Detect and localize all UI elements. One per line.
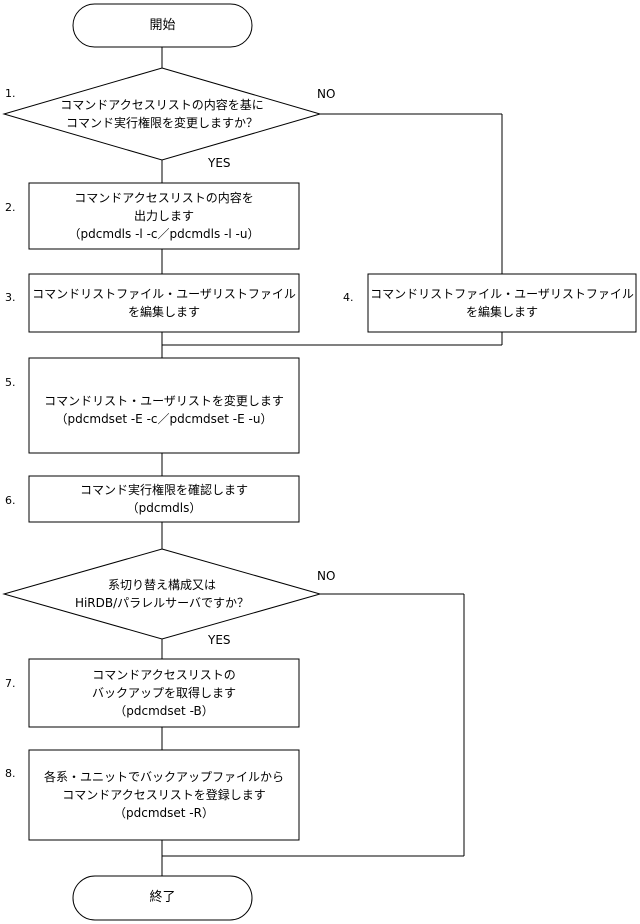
step2-box (28, 182, 300, 250)
step5-text: コマンドリスト・ユーザリストを変更します （pdcmdset -E -c／pdc… (29, 388, 299, 432)
step3-number: 3. (5, 291, 16, 304)
step5-line1: コマンドリスト・ユーザリストを変更します (44, 394, 284, 408)
step2-line3: （pdcmdls -l -c／pdcmdls -l -u） (68, 227, 260, 241)
step7-box (28, 658, 300, 728)
decision1-yes-label: YES (208, 156, 231, 170)
step2-line1: コマンドアクセスリストの内容を (74, 191, 254, 205)
step6-number: 6. (5, 494, 16, 507)
step3-line1: コマンドリストファイル・ユーザリストファイル (32, 287, 296, 301)
decision1-text: コマンドアクセスリストの内容を基に コマンド実行権限を変更しますか？ (40, 94, 284, 134)
step3-box (28, 273, 300, 333)
step4-number: 4. (343, 291, 354, 304)
step2-number: 2. (5, 201, 16, 214)
step8-line3: （pdcmdset -R） (114, 806, 214, 820)
step4-line2: を編集します (465, 305, 538, 319)
step6-text: コマンド実行権限を確認します （pdcmdls） (29, 476, 299, 522)
end-terminator (72, 875, 253, 921)
decision2-text: 系切り替え構成又は HiRDB/パラレルサーバですか？ (40, 574, 284, 614)
step4-text: コマンドリストファイル・ユーザリストファイル を編集します (368, 274, 636, 332)
decision2-yes-label: YES (208, 633, 231, 647)
step8-line1: 各系・ユニットでバックアップファイルから (43, 770, 284, 784)
decision2-line2: HiRDB/パラレルサーバですか？ (74, 596, 250, 610)
step6-line1: コマンド実行権限を確認します (79, 483, 248, 497)
step8-line2: コマンドアクセスリストを登録します (62, 788, 266, 802)
step7-line3: （pdcmdset -B） (114, 704, 214, 718)
step5-box (28, 357, 300, 454)
step6-box (28, 475, 300, 523)
step2-line2: 出力します (133, 209, 194, 223)
end-label: 終了 (73, 876, 252, 920)
step5-line2: （pdcmdset -E -c／pdcmdset -E -u） (55, 412, 273, 426)
end-text: 終了 (149, 890, 176, 905)
step7-line2: バックアップを取得します (91, 686, 236, 700)
step7-line1: コマンドアクセスリストの (92, 668, 236, 682)
step4-line1: コマンドリストファイル・ユーザリストファイル (370, 287, 634, 301)
step7-number: 7. (5, 677, 16, 690)
decision1-line1: コマンドアクセスリストの内容を基に (60, 98, 264, 112)
start-label: 開始 (73, 4, 252, 47)
step5-number: 5. (5, 376, 16, 389)
step8-number: 8. (5, 767, 16, 780)
step2-text: コマンドアクセスリストの内容を 出力します （pdcmdls -l -c／pdc… (29, 183, 299, 249)
start-text: 開始 (149, 17, 176, 33)
step8-box (28, 749, 300, 841)
step6-line2: （pdcmdls） (126, 501, 202, 515)
decision1-no-label: NO (317, 87, 336, 101)
step7-text: コマンドアクセスリストの バックアップを取得します （pdcmdset -B） (29, 659, 299, 727)
step8-text: 各系・ユニットでバックアップファイルから コマンドアクセスリストを登録します （… (29, 750, 299, 840)
decision2-line1: 系切り替え構成又は (107, 578, 216, 592)
step3-line2: を編集します (127, 305, 200, 319)
decision1-number: 1. (5, 87, 16, 100)
step3-text: コマンドリストファイル・ユーザリストファイル を編集します (29, 274, 299, 332)
decision2-no-label: NO (317, 569, 336, 583)
decision1-line2: コマンド実行権限を変更しますか？ (65, 116, 258, 130)
